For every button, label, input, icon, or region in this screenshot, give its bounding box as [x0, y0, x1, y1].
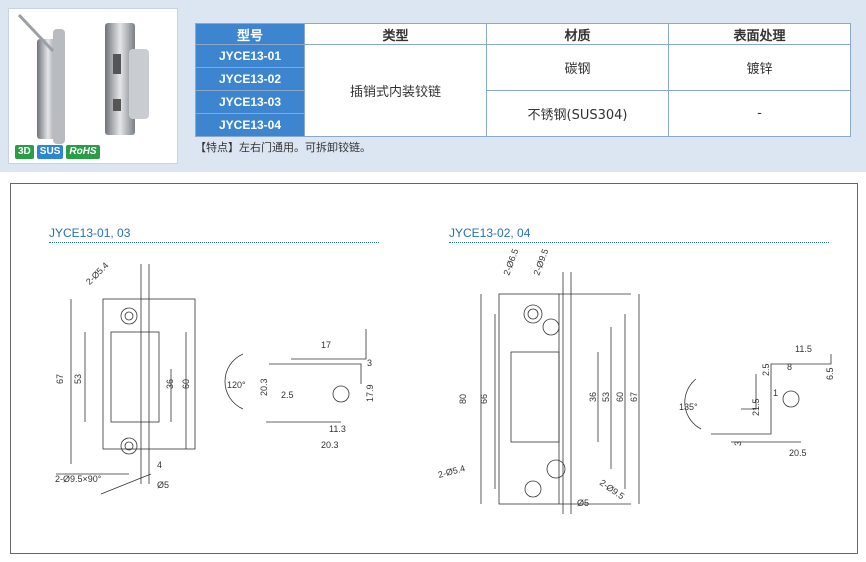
- model-cell[interactable]: JYCE13-03: [195, 90, 305, 114]
- dim-label: 53: [73, 374, 83, 384]
- dim-label: 20.3: [259, 378, 269, 396]
- badge-rohs: RoHS: [66, 145, 100, 159]
- left-drawing-title: JYCE13-01, 03: [49, 226, 131, 240]
- model-cell[interactable]: JYCE13-01: [195, 44, 305, 68]
- dim-label: 3: [367, 358, 372, 368]
- dim-label: 2-Ø5.4: [437, 463, 466, 480]
- dim-label: 21.5: [751, 398, 761, 416]
- header-model: 型号: [195, 23, 305, 45]
- dim-label: Ø5: [157, 480, 169, 490]
- feature-note: 【特点】左右门通用。可拆卸铰链。: [195, 141, 371, 154]
- surface-cell: -: [668, 90, 851, 137]
- dim-label: 36: [165, 379, 175, 389]
- right-drawing-title: JYCE13-02, 04: [449, 226, 531, 240]
- dim-label: Ø5: [577, 498, 589, 508]
- dim-label: 53: [601, 392, 611, 402]
- left-front-view: 2-Ø5.4 67 53 36 60 2-Ø9.5×90° 4 Ø5: [55, 260, 196, 495]
- dim-label: 17: [321, 340, 331, 350]
- dim-label: 2-Ø6.5: [501, 247, 520, 276]
- dim-label: 20.3: [321, 440, 339, 450]
- material-cell: 不锈钢(SUS304): [486, 90, 669, 137]
- surface-cell: 镀锌: [668, 44, 851, 91]
- dim-label: 3: [733, 441, 743, 446]
- header-type: 类型: [304, 23, 487, 45]
- dim-label: 2-Ø9.5×90°: [55, 474, 102, 484]
- model-cell[interactable]: JYCE13-04: [195, 113, 305, 137]
- product-photo: [8, 8, 178, 164]
- dim-label: 8: [787, 362, 792, 372]
- dim-label: 135°: [679, 402, 698, 412]
- badge-sus: SUS: [36, 145, 64, 159]
- dim-label: 2-Ø9.5: [598, 477, 626, 501]
- left-title-underline: [49, 242, 379, 243]
- spec-table: 型号 类型 材质 表面处理 JYCE13-01 插销式内装铰链 碳钢 镀锌 JY…: [195, 23, 851, 137]
- dim-label: 80: [458, 394, 468, 404]
- dim-label: 6.5: [825, 367, 835, 380]
- left-side-view: 120° 17 3 20.3 2.5 11.3 17.9 20.3: [224, 329, 375, 450]
- right-side-view: 135° 11.5 2.5 8 6.5 21.5 1 3 20.5: [679, 344, 835, 458]
- dim-label: 2-Ø9.5: [531, 247, 550, 276]
- dim-label: 11.5: [795, 344, 812, 354]
- dim-label: 20.5: [789, 448, 807, 458]
- dim-label: 17.9: [365, 384, 375, 402]
- hinge-drawings-svg: 2-Ø5.4 67 53 36 60 2-Ø9.5×90° 4 Ø5 120° …: [55, 247, 835, 514]
- dim-label: 4: [157, 460, 162, 470]
- product-header-panel: 3D SUS RoHS 型号 类型 材质 表面处理 JYCE13-01 插销式内…: [0, 0, 866, 172]
- header-surface: 表面处理: [668, 23, 851, 45]
- badge-3d: 3D: [15, 145, 34, 159]
- type-cell: 插销式内装铰链: [304, 44, 487, 137]
- right-title-underline: [449, 242, 829, 243]
- dim-label: 66: [479, 394, 489, 404]
- dim-label: 60: [181, 379, 191, 389]
- dim-label: 2.5: [761, 363, 771, 376]
- hinge-photo-illustration: [17, 13, 149, 144]
- dim-label: 120°: [227, 380, 246, 390]
- dim-label: 60: [615, 392, 625, 402]
- dim-label: 67: [55, 374, 65, 384]
- dim-label: 11.3: [329, 424, 346, 434]
- dim-label: 1: [773, 388, 778, 398]
- certification-badges: 3D SUS RoHS: [15, 145, 100, 159]
- model-cell[interactable]: JYCE13-02: [195, 67, 305, 91]
- dim-label: 2-Ø5.4: [84, 260, 111, 287]
- technical-drawing-panel: JYCE13-01, 03 JYCE13-02, 04 2-Ø5.4 67 53…: [10, 183, 858, 554]
- dim-label: 36: [588, 392, 598, 402]
- header-material: 材质: [486, 23, 669, 45]
- dim-label: 67: [629, 392, 639, 402]
- dim-label: 2.5: [281, 390, 294, 400]
- material-cell: 碳钢: [486, 44, 669, 91]
- right-front-view: 2-Ø6.5 2-Ø9.5 80 66 36 53 60 67 2-Ø5.4 Ø…: [437, 247, 640, 514]
